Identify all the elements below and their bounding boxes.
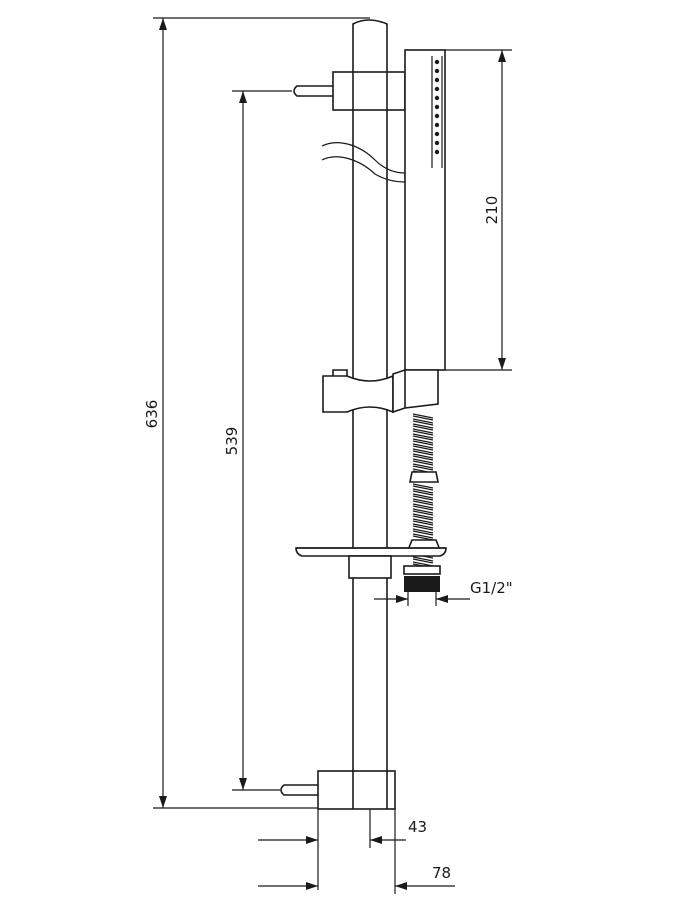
hose-coil-turn xyxy=(412,453,434,461)
wall-offset-small-label: 43 xyxy=(408,818,427,836)
hose-coil-turn xyxy=(412,498,434,506)
dimension-thread-size: G1/2" xyxy=(374,579,513,606)
slide-rail xyxy=(352,19,388,775)
dimension-wall-offset-large: 78 xyxy=(258,809,455,894)
hose-coil-turn xyxy=(412,458,434,466)
nozzle-dot xyxy=(434,122,440,128)
shower-hose xyxy=(403,413,442,592)
dimension-wall-offset-small: 43 xyxy=(258,809,427,890)
hose-coil-turn xyxy=(412,556,434,564)
hose-coil-turn xyxy=(412,508,434,516)
hand-shower xyxy=(404,49,446,371)
hose-coil-turn xyxy=(412,523,434,531)
dimension-bracket-spacing: 539 xyxy=(223,90,292,791)
hose-coil-turn xyxy=(412,423,434,431)
hose-coil-turn xyxy=(412,513,434,521)
spray-nozzles xyxy=(434,59,440,155)
nozzle-dot xyxy=(434,113,440,119)
hose-coil-turn xyxy=(412,438,434,446)
threaded-hose-nut xyxy=(404,576,440,592)
bottom-wall-bracket xyxy=(280,770,396,810)
hose-coil-turn xyxy=(412,483,434,491)
hose-coil-turn xyxy=(412,428,434,436)
slider-holder xyxy=(322,369,439,414)
hose-coil-turn xyxy=(412,488,434,496)
hose-coil-turn xyxy=(412,418,434,426)
hose-curve xyxy=(321,142,406,183)
nozzle-dot xyxy=(434,140,440,146)
nozzle-dot xyxy=(434,95,440,101)
bracket-spacing-label: 539 xyxy=(223,427,241,456)
wall-offset-large-label: 78 xyxy=(432,864,451,882)
hose-coil-turn xyxy=(412,493,434,501)
nozzle-dot xyxy=(434,86,440,92)
nozzle-dot xyxy=(434,104,440,110)
hose-coil-turn xyxy=(412,503,434,511)
overall-height-label: 636 xyxy=(143,400,161,429)
nozzle-dot xyxy=(434,149,440,155)
dimension-overall-height: 636 xyxy=(143,17,370,809)
nozzle-dot xyxy=(434,77,440,83)
handshower-length-label: 210 xyxy=(483,196,501,225)
dimension-handshower-length: 210 xyxy=(445,49,512,371)
top-wall-bracket xyxy=(293,71,406,111)
nozzle-dot xyxy=(434,68,440,74)
hose-coil-turn xyxy=(412,448,434,456)
thread-size-label: G1/2" xyxy=(470,579,513,597)
hose-coil-turn xyxy=(412,443,434,451)
nozzle-dot xyxy=(434,59,440,65)
hose-coil-turn xyxy=(412,528,434,536)
hose-coil-turn xyxy=(412,518,434,526)
hose-coil-turn xyxy=(412,433,434,441)
hose-coil-turn xyxy=(412,463,434,471)
soap-dish xyxy=(295,547,447,579)
hose-coil-turn xyxy=(412,413,434,421)
nozzle-dot xyxy=(434,131,440,137)
